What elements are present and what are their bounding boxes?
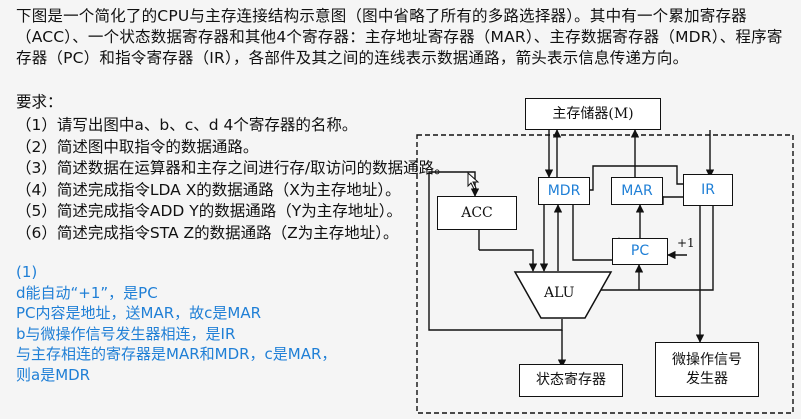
status-register: 状态寄存器 bbox=[519, 364, 623, 397]
requirement-item: （3）简述数据在运算器和主存之间进行存/取访问的数据通路。 bbox=[16, 159, 450, 177]
ir-register: IR bbox=[683, 174, 733, 206]
requirement-item: （4）简述完成指令LDA X的数据通路（X为主存地址）。 bbox=[16, 180, 401, 199]
micro-op-signal-generator: 微操作信号 发生器 bbox=[655, 342, 759, 397]
requirements-list: （1）请写出图中a、b、c、d 4个寄存器的名称。 （2）简述图中取指令的数据通… bbox=[16, 115, 450, 244]
control-unit-label-line1: 微操作信号 bbox=[672, 351, 742, 368]
cpu-memory-diagram: 主存储器(M) MDR MAR IR ACC PC +1 ALU 状态寄存器 微… bbox=[413, 92, 801, 419]
control-unit-label-line2: 发生器 bbox=[686, 370, 728, 387]
requirement-item: （2）简述图中取指令的数据通路。 bbox=[16, 137, 259, 156]
mar-register: MAR bbox=[611, 177, 663, 205]
answer-line: PC内容是地址，送MAR，故c是MAR bbox=[16, 304, 262, 322]
requirement-item: （6）简述完成指令STA Z的数据通路（Z为主存地址）。 bbox=[16, 223, 399, 242]
wire-alu-acc bbox=[428, 171, 563, 331]
question-text: 下图是一个简化了的CPU与主存连接结构示意图（图中省略了所有的多路选择器）。其中… bbox=[16, 7, 783, 67]
cpu-boundary bbox=[416, 134, 794, 414]
requirement-item: （1）请写出图中a、b、c、d 4个寄存器的名称。 bbox=[16, 116, 358, 134]
answer-line: (1) bbox=[16, 263, 38, 281]
answer-line: 与主存相连的寄存器是MAR和MDR，c是MAR， bbox=[16, 345, 337, 363]
acc-register: ACC bbox=[437, 196, 517, 230]
pc-register: PC bbox=[612, 238, 668, 265]
requirement-item: （5）简述完成指令ADD Y的数据通路（Y为主存地址）。 bbox=[16, 202, 402, 220]
answer-line: d能自动“+1”，是PC bbox=[16, 283, 158, 302]
alu-shape bbox=[513, 271, 613, 319]
wire-acc-alu bbox=[479, 249, 538, 272]
mouse-cursor-icon bbox=[467, 171, 480, 190]
main-memory-box: 主存储器(M) bbox=[525, 98, 661, 130]
increment-label: +1 bbox=[677, 236, 695, 250]
answer-block: (1) d能自动“+1”，是PC PC内容是地址，送MAR，故c是MAR b与微… bbox=[16, 262, 336, 385]
requirements-title: 要求： bbox=[16, 93, 63, 111]
answer-line: 则a是MDR bbox=[16, 365, 91, 384]
answer-line: b与微操作信号发生器相连，是IR bbox=[16, 324, 236, 343]
mdr-register: MDR bbox=[538, 177, 590, 205]
alu-label: ALU bbox=[544, 285, 575, 301]
